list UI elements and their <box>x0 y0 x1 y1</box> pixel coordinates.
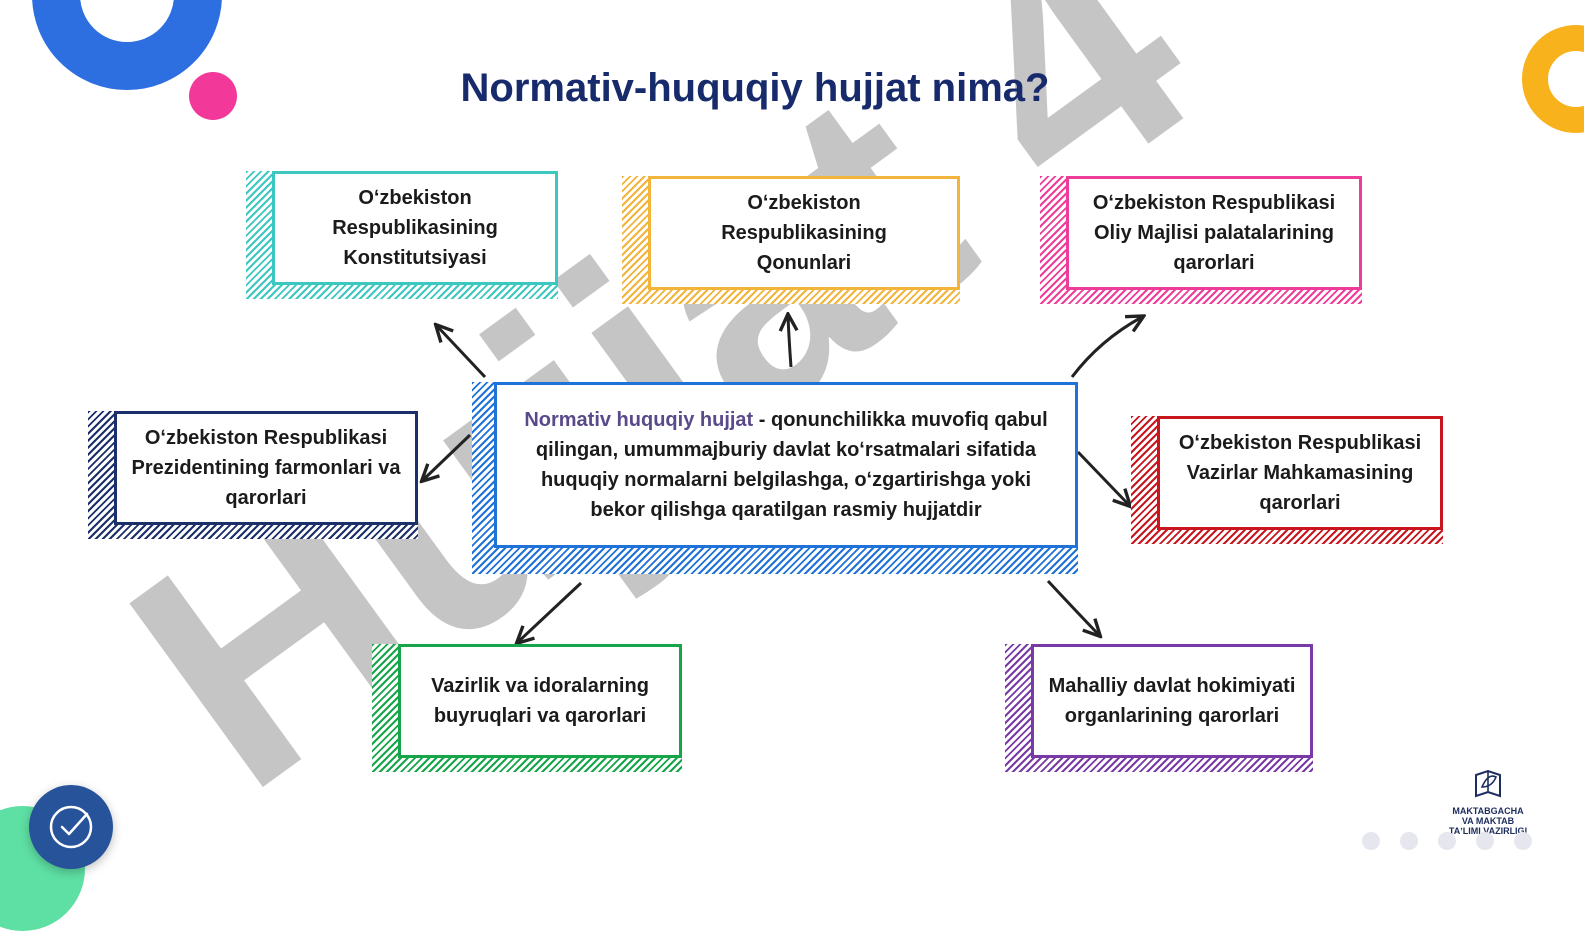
definition-text: Normativ huquqiy hujjat - qonunchilikka … <box>497 405 1075 525</box>
check-circle-icon <box>49 805 93 849</box>
box-face: Oʻzbekiston Respublikasining Qonunlari <box>648 176 960 290</box>
slide-title: Normativ-huquqiy hujjat nima? <box>460 66 1050 110</box>
box-prezident: Oʻzbekiston Respublikasi Prezidentining … <box>88 411 418 539</box>
box-face: Normativ huquqiy hujjat - qonunchilikka … <box>494 382 1078 548</box>
box-definition: Normativ huquqiy hujjat - qonunchilikka … <box>472 382 1078 574</box>
box-konstitutsiya-text: Oʻzbekiston Respublikasining Konstitutsi… <box>332 187 498 269</box>
box-face: Vazirlik va idoralarning buyruqlari va q… <box>398 644 682 758</box>
page-dot[interactable] <box>1400 832 1418 850</box>
ministry-logo: MAKTABGACHA VA MAKTAB TAʼLIMI VAZIRLIGI <box>1440 765 1536 836</box>
box-face: Oʻzbekiston Respublikasi Prezidentining … <box>114 411 418 525</box>
box-vazirlar-text: Oʻzbekiston Respublikasi Vazirlar Mahkam… <box>1178 432 1422 514</box>
box-face: Oʻzbekiston Respublikasining Konstitutsi… <box>272 171 558 285</box>
box-prezident-text: Oʻzbekiston Respublikasi Prezidentining … <box>131 427 401 509</box>
box-vazirlik: Vazirlik va idoralarning buyruqlari va q… <box>372 644 682 772</box>
pink-dot-decoration <box>189 72 237 120</box>
definition-term: Normativ huquqiy hujjat <box>524 409 754 431</box>
box-konstitutsiya: Oʻzbekiston Respublikasining Konstitutsi… <box>246 171 558 299</box>
box-qonunlar-text: Oʻzbekiston Respublikasining Qonunlari <box>721 192 887 274</box>
box-vazirlar: Oʻzbekiston Respublikasi Vazirlar Mahkam… <box>1131 416 1443 544</box>
logo-line-2: VA MAKTAB <box>1461 816 1515 826</box>
box-face: Mahalliy davlat hokimiyati organlarining… <box>1031 644 1313 758</box>
box-face: Oʻzbekiston Respublikasi Vazirlar Mahkam… <box>1157 416 1443 530</box>
check-button[interactable] <box>29 785 113 869</box>
box-oliy-majlis: Oʻzbekiston Respublikasi Oliy Majlisi pa… <box>1040 176 1362 304</box>
definition-body: - qonunchilikka muvofiq qabul qilingan, … <box>535 409 1048 521</box>
logo-line-3: TAʼLIMI VAZIRLIGI <box>1448 826 1528 836</box>
page-dot[interactable] <box>1476 832 1494 850</box>
logo-line-1: MAKTABGACHA <box>1452 806 1524 816</box>
book-leaf-icon <box>1475 769 1501 798</box>
page-dot[interactable] <box>1438 832 1456 850</box>
box-face: Oʻzbekiston Respublikasi Oliy Majlisi pa… <box>1066 176 1362 290</box>
pagination-dots <box>1362 832 1532 855</box>
page-dot[interactable] <box>1362 832 1380 850</box>
page-dot[interactable] <box>1514 832 1532 850</box>
box-oliy-majlis-text: Oʻzbekiston Respublikasi Oliy Majlisi pa… <box>1092 192 1336 274</box>
box-mahalliy: Mahalliy davlat hokimiyati organlarining… <box>1005 644 1313 772</box>
box-vazirlik-text: Vazirlik va idoralarning buyruqlari va q… <box>431 675 649 727</box>
box-qonunlar: Oʻzbekiston Respublikasining Qonunlari <box>622 176 960 304</box>
box-mahalliy-text: Mahalliy davlat hokimiyati organlarining… <box>1048 675 1296 727</box>
